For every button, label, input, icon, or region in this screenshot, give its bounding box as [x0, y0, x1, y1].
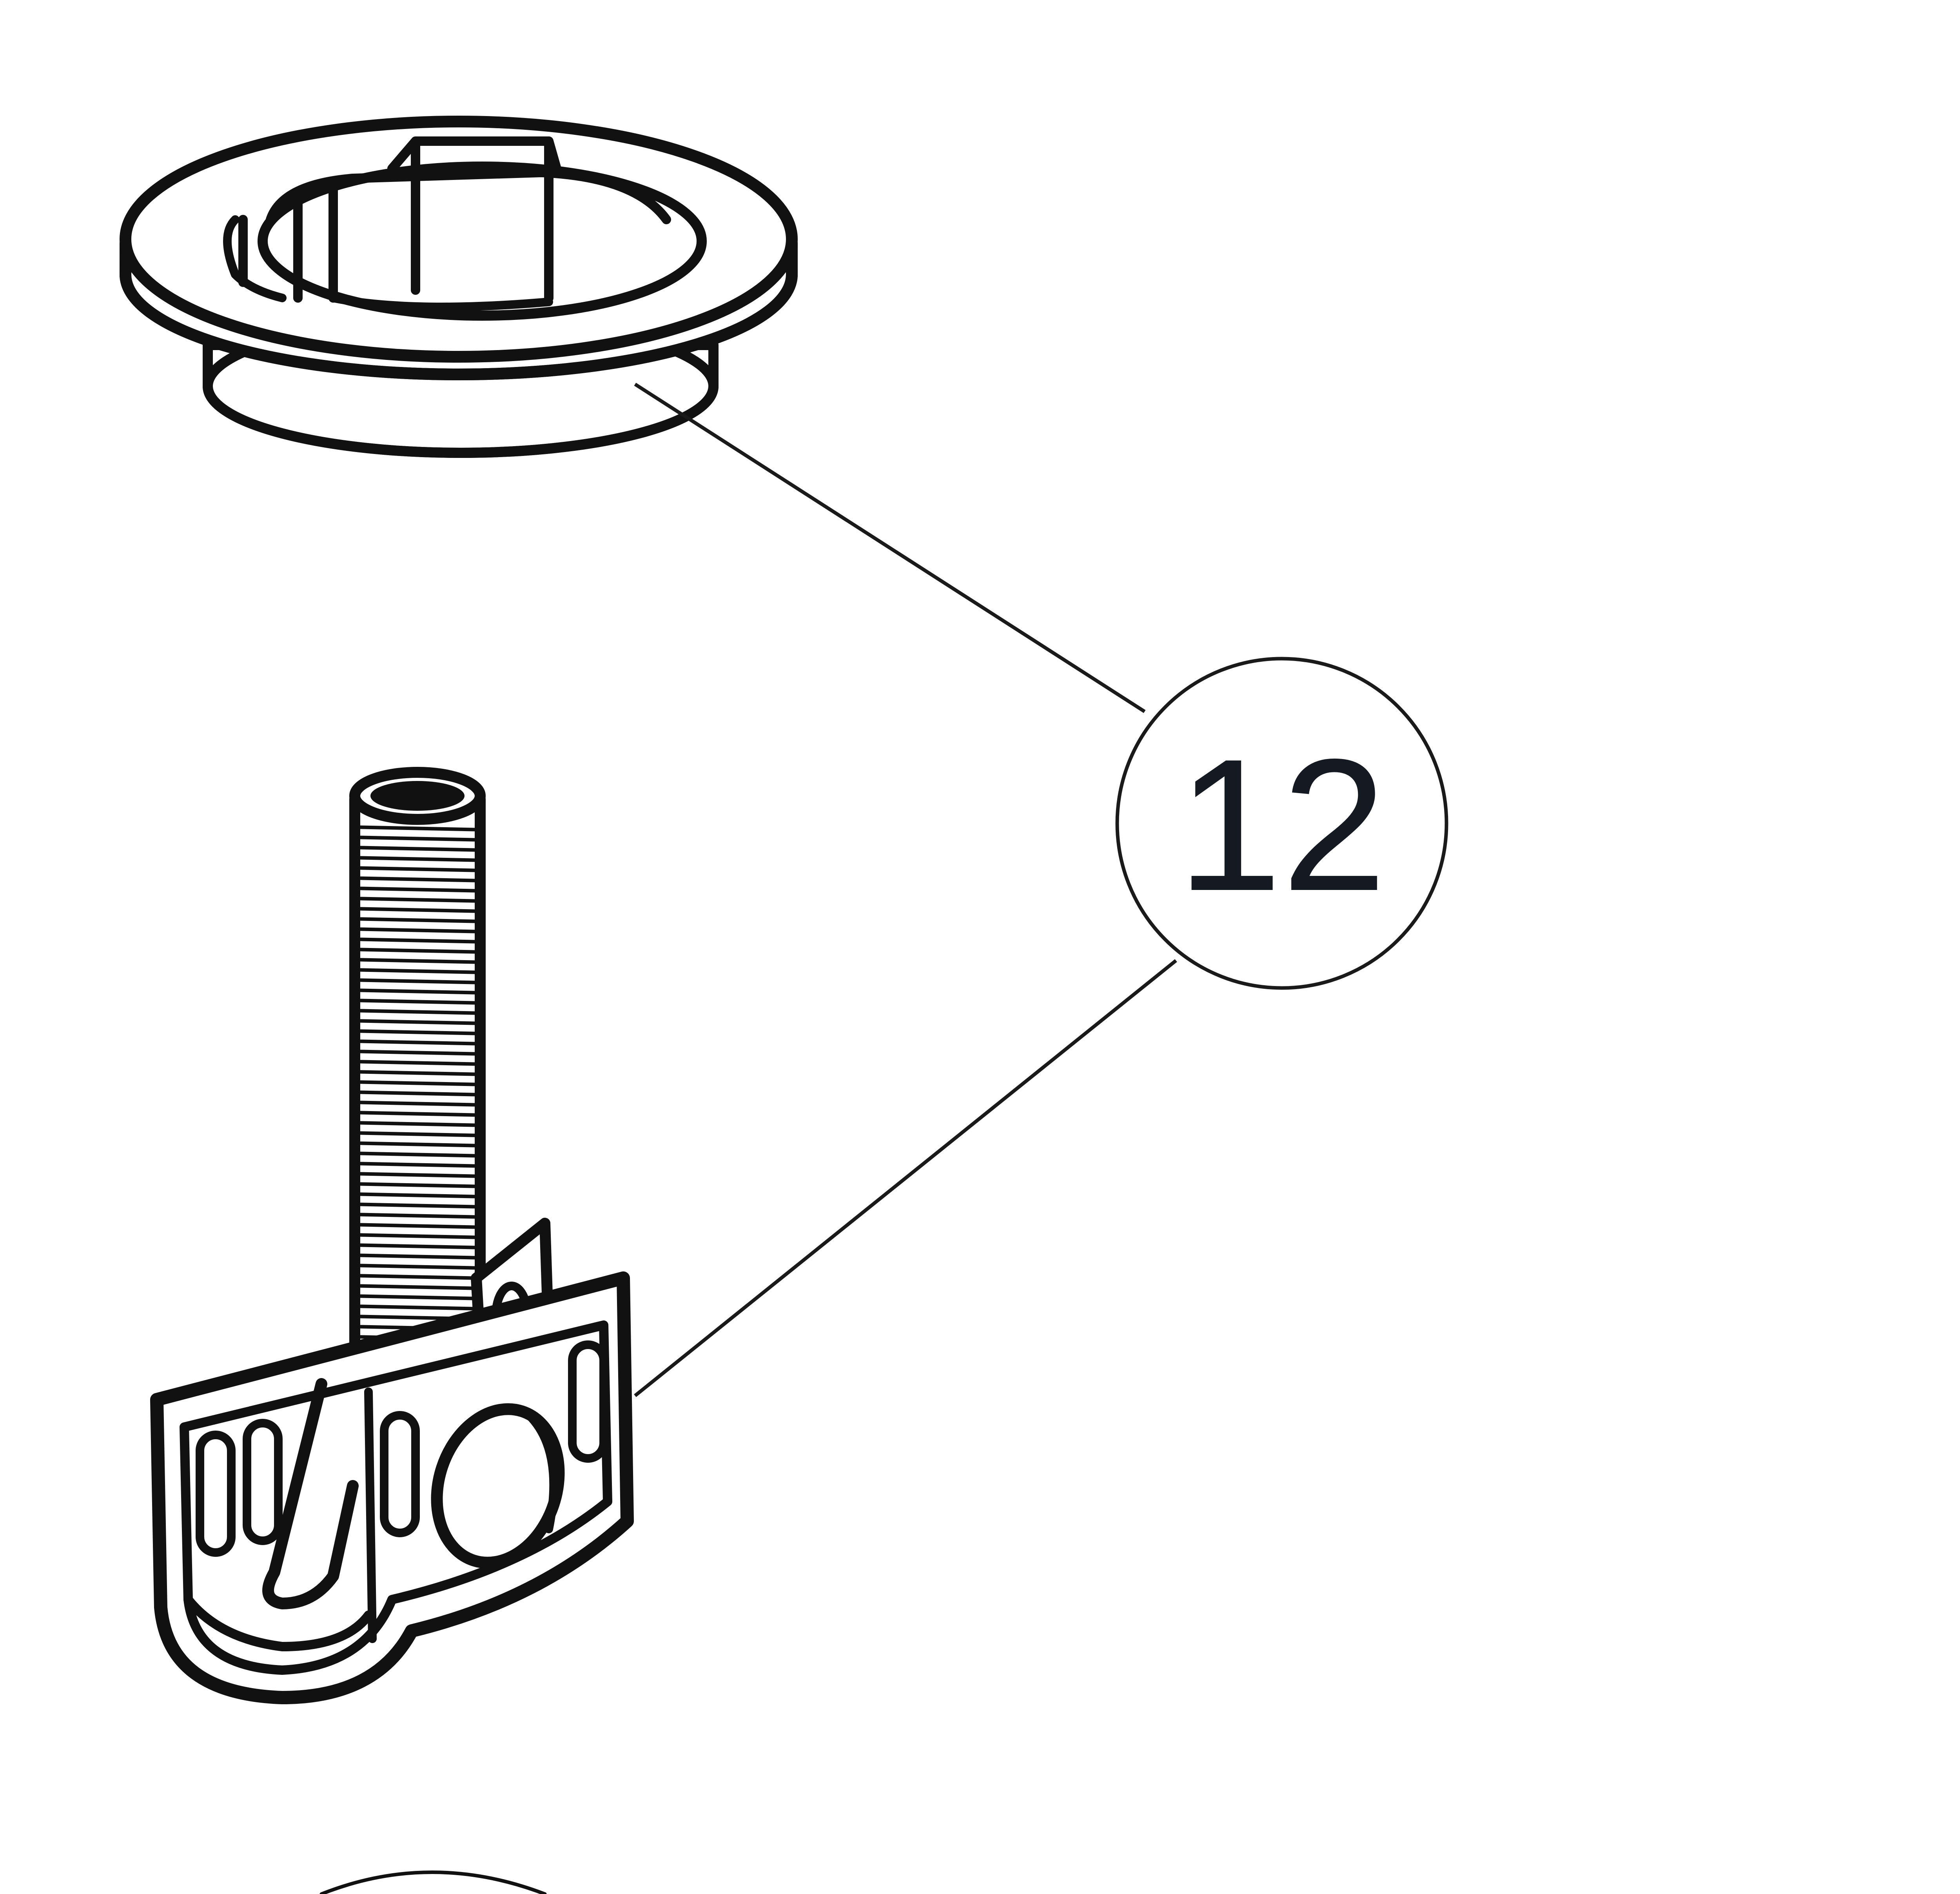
bolt-thread-line: [359, 1192, 476, 1199]
bolt-thread-line: [359, 1182, 476, 1188]
bolt-thread-line: [359, 1213, 476, 1219]
strainer-basket-icon: [120, 116, 798, 458]
threaded-bolt-clamp-icon: [150, 767, 634, 1704]
bolt-thread-line: [359, 886, 476, 893]
bolt-thread-line: [359, 1070, 476, 1076]
bolt-thread-line: [359, 1121, 476, 1127]
bolt-thread-line: [359, 988, 476, 995]
bolt-thread-line: [359, 948, 476, 954]
bolt-thread-line: [359, 978, 476, 984]
leader-line-strainer: [634, 383, 1146, 713]
bolt-thread-line: [359, 1080, 476, 1086]
bolt-thread-line: [359, 1029, 476, 1035]
bolt-thread-line: [359, 1131, 476, 1137]
callout-label: 12: [1177, 719, 1387, 930]
bolt-thread-line: [359, 866, 476, 872]
bolt-thread-line: [359, 1264, 476, 1270]
bolt-thread-line: [359, 1172, 476, 1178]
bolt-thread-line: [359, 917, 476, 923]
bolt-thread-line: [359, 1233, 476, 1239]
bolt-thread-line: [359, 1151, 476, 1158]
bolt-thread-line: [359, 1304, 476, 1311]
callout-12: 12: [1115, 657, 1448, 990]
bolt-thread-line: [359, 1294, 476, 1300]
bolt-thread-line: [359, 1253, 476, 1260]
bolt-thread-line: [359, 958, 476, 964]
bolt-thread-line: [359, 1141, 476, 1148]
bolt-thread-line: [359, 1223, 476, 1229]
bolt-thread-line: [359, 1100, 476, 1107]
bolt-thread-line: [359, 1162, 476, 1168]
bolt-thread-line: [359, 999, 476, 1005]
bolt-thread-line: [359, 1274, 476, 1280]
bolt-thread-line: [359, 1019, 476, 1025]
bolt-thread-line: [359, 1111, 476, 1117]
bolt-thread-line: [359, 907, 476, 913]
bolt-thread-line: [359, 927, 476, 933]
bolt-thread-line: [359, 1060, 476, 1066]
bolt-thread-line: [359, 1050, 476, 1056]
bolt-thread-line: [359, 876, 476, 883]
bolt-thread-line: [359, 1090, 476, 1097]
bolt-thread-line: [359, 856, 476, 862]
bolt-thread-line: [359, 835, 476, 842]
bolt-thread-line: [359, 1039, 476, 1046]
bolt-thread-line: [359, 1284, 476, 1290]
bolt-thread-line: [359, 1009, 476, 1015]
bolt-thread-line: [359, 1243, 476, 1249]
leader-line-clamp: [634, 959, 1177, 1397]
bolt-thread-line: [359, 1202, 476, 1209]
bolt-thread-line: [359, 937, 476, 944]
bolt-thread-line: [359, 825, 476, 832]
bolt-thread-line: [359, 897, 476, 903]
next-callout-circle-partial: [319, 1870, 547, 1894]
bolt-thread-line: [359, 968, 476, 974]
bolt-thread-line: [359, 846, 476, 852]
